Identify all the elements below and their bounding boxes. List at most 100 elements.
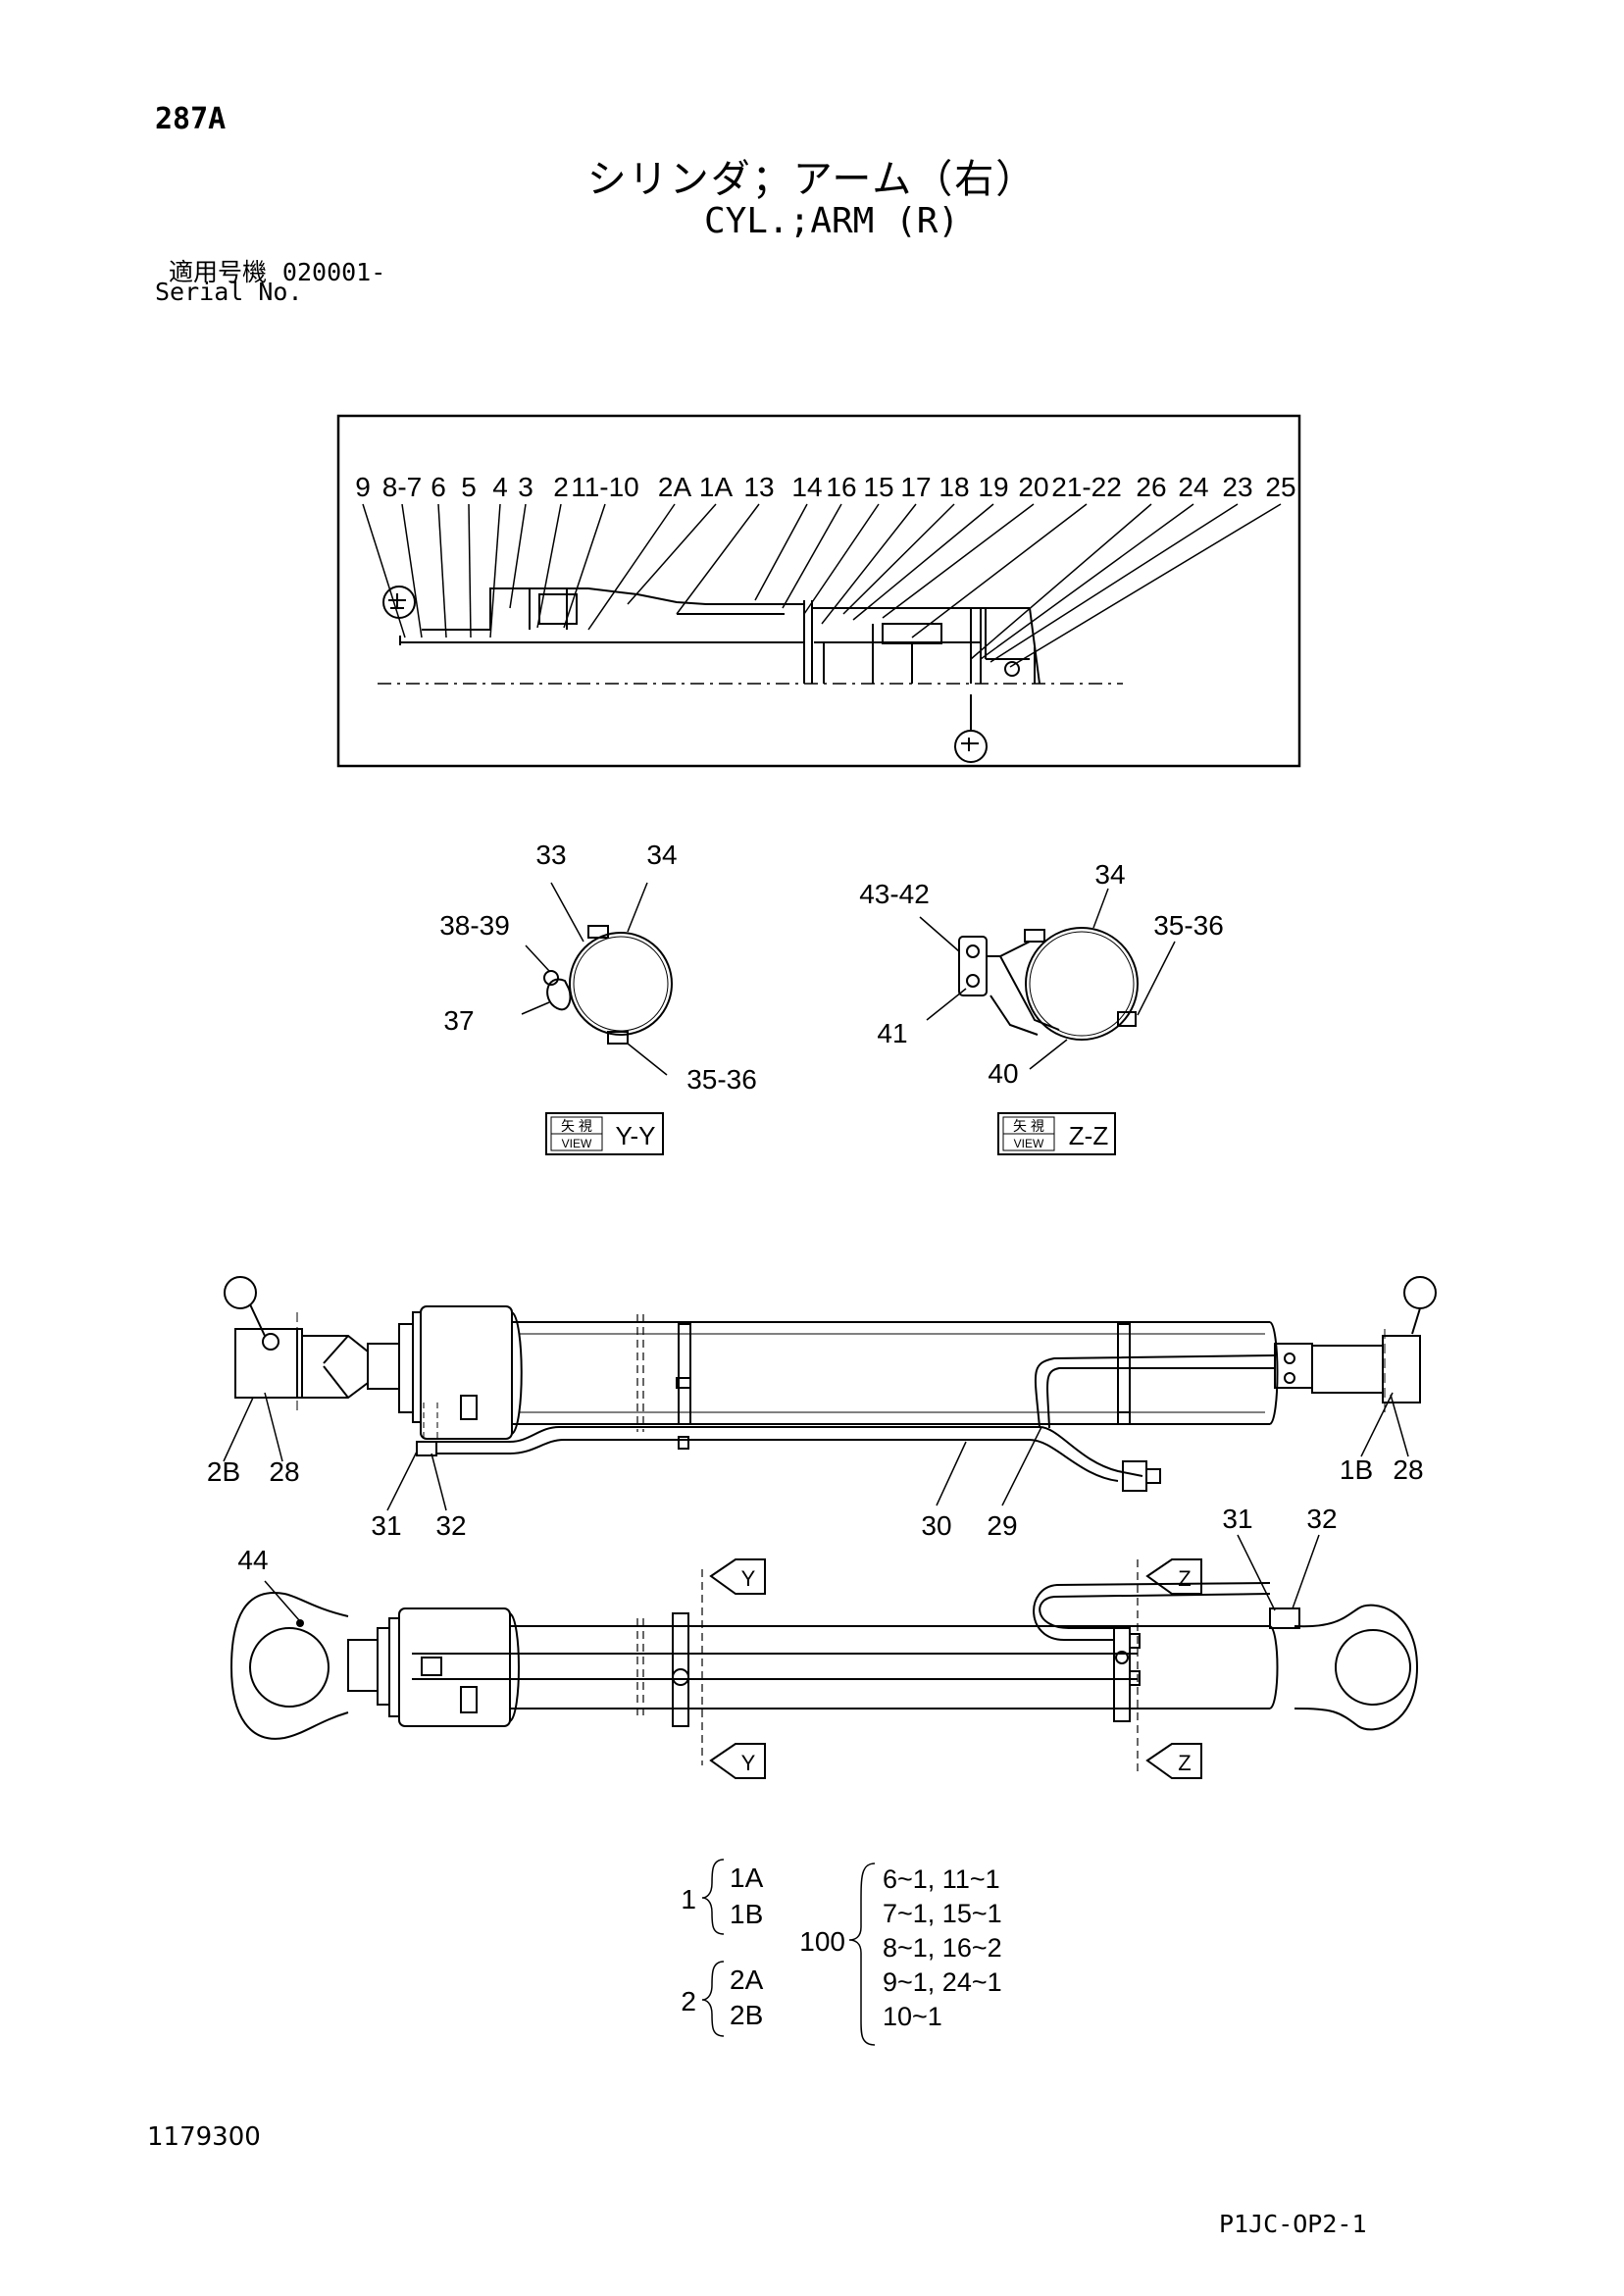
section-leader-25	[1009, 503, 1282, 668]
section-frame	[336, 414, 1301, 768]
section-callout-6: 6	[431, 472, 446, 502]
label-side-32: 32	[435, 1510, 466, 1541]
assembly-100-row-1: 6~1, 11~1	[883, 1864, 1000, 1894]
view-z-badge-en: VIEW	[1014, 1137, 1044, 1150]
section-callout-1A: 1A	[699, 472, 734, 502]
section-callout-8-7: 8-7	[382, 472, 422, 502]
section-leader-11-10	[563, 503, 606, 629]
label-view-y-35-36: 35-36	[686, 1064, 757, 1095]
label-view-y-38-39: 38-39	[439, 910, 510, 941]
view-z-badge: 矢 視 VIEW Z-Z	[997, 1112, 1116, 1155]
assembly-100-row-3: 8~1, 16~2	[883, 1933, 1002, 1963]
serial-value: 020001-	[281, 258, 386, 286]
label-side-28-left: 28	[269, 1456, 299, 1487]
side-pipe-lower	[436, 1426, 1143, 1477]
title-english: CYL.;ARM (R)	[703, 201, 960, 241]
section-leader-5	[468, 503, 472, 638]
section-leader-14	[754, 503, 808, 601]
section-callout-13: 13	[743, 472, 774, 502]
view-y-badge-en: VIEW	[562, 1137, 592, 1150]
top-left-eye	[229, 1592, 349, 1740]
section-leader-23	[990, 503, 1239, 663]
assembly-2-part-2B: 2B	[730, 2000, 763, 2030]
side-detail-mark-left	[224, 1276, 257, 1309]
view-y-hose-loop	[546, 978, 572, 1011]
section-callout-20: 20	[1018, 472, 1048, 502]
label-view-z-34: 34	[1094, 859, 1125, 890]
section-leader-4	[489, 503, 501, 638]
serial-label-japanese: 適用号機 020001-	[169, 253, 385, 288]
top-right-eye	[1294, 1604, 1419, 1731]
section-callout-19: 19	[978, 472, 1008, 502]
label-side-30: 30	[921, 1510, 951, 1541]
cylinder-half-section	[378, 587, 1123, 685]
section-leader-26	[970, 503, 1152, 660]
view-z-pipe-clamp	[1025, 927, 1139, 1041]
label-top-44: 44	[237, 1545, 268, 1575]
label-view-y-33: 33	[535, 840, 566, 870]
section-callout-16: 16	[826, 472, 856, 502]
side-detail-mark-right	[1403, 1276, 1437, 1309]
section-callout-2: 2	[553, 472, 569, 502]
weld-detail-mark-bottom	[954, 694, 988, 763]
label-side-29: 29	[987, 1510, 1017, 1541]
view-y-y: 33 34 38-39 37 35-36 矢 視 VIEW Y-Y	[439, 840, 757, 1155]
arrow-z-bottom-label: Z	[1178, 1751, 1191, 1775]
weld-detail-mark-left	[382, 586, 416, 619]
assembly-100-row-2: 7~1, 15~1	[883, 1899, 1002, 1928]
section-callout-15: 15	[863, 472, 893, 502]
section-callout-23: 23	[1222, 472, 1252, 502]
view-z-name: Z-Z	[1069, 1121, 1109, 1150]
section-callout-9: 9	[355, 472, 371, 502]
label-side-1B: 1B	[1340, 1454, 1373, 1485]
label-view-z-41: 41	[877, 1018, 907, 1048]
assembly-100-row-4: 9~1, 24~1	[883, 1967, 1002, 1997]
section-callout-11-10: 11-10	[571, 472, 639, 502]
document-number: 1179300	[147, 2122, 261, 2152]
section-callout-25: 25	[1265, 472, 1295, 502]
section-callout-4: 4	[492, 472, 508, 502]
section-leader-1A	[627, 503, 717, 605]
arrow-z-top-label: Z	[1178, 1566, 1191, 1591]
assembly-1-id: 1	[681, 1884, 696, 1914]
view-z-badge-jp: 矢 視	[1013, 1118, 1044, 1134]
label-side-28-right: 28	[1393, 1454, 1423, 1485]
assembly-2-id: 2	[681, 1986, 696, 2016]
section-leader-17	[821, 503, 917, 625]
side-left-eye-block	[234, 1328, 303, 1399]
arrow-y-bottom-label: Y	[741, 1751, 756, 1775]
assembly-2-part-2A: 2A	[730, 1964, 764, 1995]
section-leader-2A	[587, 503, 676, 631]
section-arrow-z-top: Z	[1145, 1558, 1202, 1595]
section-leader-15	[803, 503, 880, 615]
section-leader-3	[509, 503, 527, 609]
section-leader-21-22	[911, 503, 1088, 638]
label-side-2B: 2B	[207, 1456, 240, 1487]
section-callout-14: 14	[791, 472, 822, 502]
view-z-bracket	[958, 936, 988, 996]
side-head-block	[420, 1305, 513, 1440]
section-leader-13	[676, 503, 760, 615]
assembly-100-row-5: 10~1	[883, 2002, 942, 2031]
view-y-badge: 矢 視 VIEW Y-Y	[545, 1112, 664, 1155]
assembly-100-id: 100	[799, 1926, 845, 1957]
label-top-31: 31	[1222, 1504, 1252, 1534]
section-arrow-y-bottom: Y	[709, 1743, 766, 1779]
section-leader-24	[980, 503, 1194, 660]
assembly-1-part-1A: 1A	[730, 1862, 764, 1893]
section-arrow-y-top: Y	[709, 1558, 766, 1595]
section-callout-24: 24	[1178, 472, 1208, 502]
section-callout-2A: 2A	[658, 472, 692, 502]
top-head-block	[398, 1607, 511, 1727]
section-callout-5: 5	[461, 472, 477, 502]
section-leader-8-7	[401, 503, 423, 638]
section-leader-9	[362, 503, 406, 638]
label-view-z-40: 40	[988, 1058, 1018, 1089]
view-y-name: Y-Y	[616, 1121, 656, 1150]
section-leader-6	[437, 503, 447, 638]
assembly-breakdown: 1 1A 1B 2 2A 2B 100 6~1, 11~1 7~1, 15~1 …	[681, 1859, 1002, 2046]
section-callout-18: 18	[939, 472, 969, 502]
section-callout-21-22: 21-22	[1051, 472, 1122, 502]
section-leader-18	[842, 503, 955, 615]
